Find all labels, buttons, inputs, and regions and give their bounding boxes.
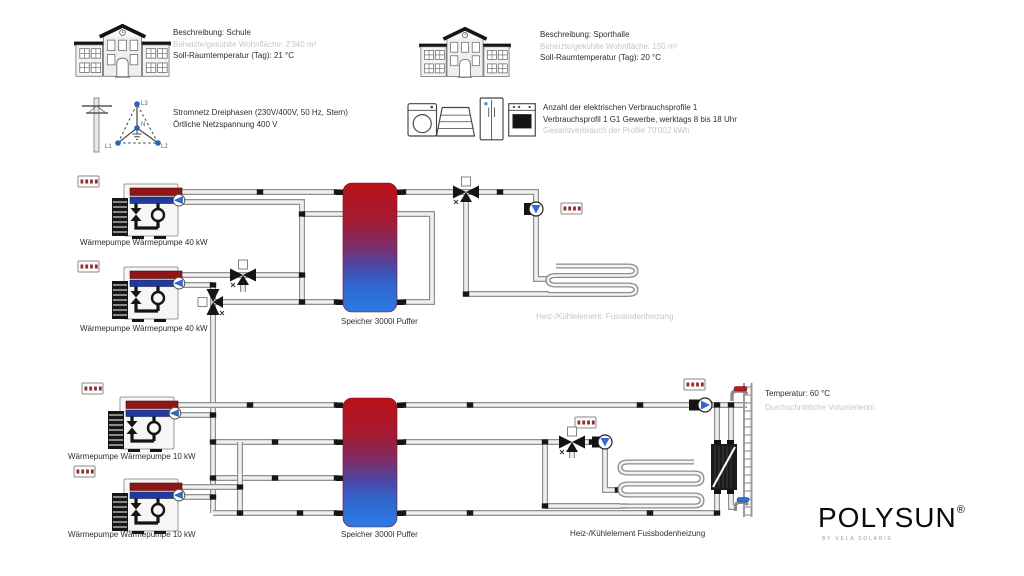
power-grid-icon[interactable]: L3 N L1 L2 — [82, 97, 168, 153]
info-block-sporthalle: Beschreibung: Sporthalle Beheizte/gekühl… — [540, 30, 677, 63]
hot-water-tap[interactable] — [730, 386, 749, 402]
mixing-valve-4[interactable] — [558, 426, 586, 455]
appliances-icon[interactable] — [407, 97, 536, 141]
controller-3[interactable] — [81, 382, 104, 395]
cold-water-tap[interactable] — [734, 497, 750, 512]
controller-1[interactable] — [77, 175, 100, 188]
label-tap-volume: Durchschnittliche Volumenentn — [765, 403, 875, 412]
controller-6[interactable] — [683, 378, 706, 391]
heat-exchanger[interactable] — [711, 440, 737, 494]
consumers-line2: Verbrauchsprofil 1 G1 Gewerbe, werktags … — [543, 114, 737, 124]
school-area: Beheizte/gekühlte Wohnfläche: 2'340 m² — [173, 39, 317, 49]
grid-line1: Stromnetz Dreiphasen (230V/400V, 50 Hz, … — [173, 108, 348, 117]
grid-line2: Örtliche Netzspannung 400 V — [173, 119, 278, 129]
info-block-grid: Stromnetz Dreiphasen (230V/400V, 50 Hz, … — [173, 108, 348, 129]
storage-tank-1[interactable] — [336, 182, 404, 313]
pump-2[interactable] — [689, 397, 713, 413]
draw-off-riser[interactable] — [743, 383, 753, 517]
floor-heating-coil-1[interactable] — [545, 263, 639, 297]
school-description: Beschreibung: Schule — [173, 28, 251, 37]
pipe-joints — [209, 189, 735, 516]
building-sporthalle-icon[interactable] — [417, 26, 513, 80]
pump-3[interactable] — [592, 434, 613, 450]
grid-label-l2: L2 — [161, 144, 168, 150]
grid-label-l1: L1 — [105, 144, 112, 150]
label-heat-pump-2: Wärmepumpe Wärmepumpe 40 kW — [80, 324, 208, 333]
label-heat-pump-3: Wärmepumpe Wärmepumpe 10 kW — [68, 452, 196, 461]
info-block-consumers: Anzahl der elektrischen Verbrauchsprofil… — [543, 103, 737, 136]
logo-tagline: BY VELA SOLARIS — [822, 536, 893, 542]
controller-7[interactable] — [574, 416, 597, 429]
controller-4[interactable] — [73, 465, 96, 478]
label-floor-heating-1: Heiz-/Kühlelement: Fussbodenheizung — [536, 312, 674, 321]
controller-5[interactable] — [560, 202, 583, 215]
storage-tank-2[interactable] — [336, 397, 404, 528]
building-school-icon[interactable] — [72, 23, 173, 80]
controller-2[interactable] — [77, 260, 100, 273]
label-tap-temperature: Temperatur: 60 °C — [765, 389, 831, 398]
sporthalle-setpoint: Soll-Raumtemperatur (Tag): 20 °C — [540, 53, 662, 62]
label-heat-pump-1: Wärmepumpe Wärmepumpe 40 kW — [80, 238, 208, 247]
logo-registered-mark: ® — [956, 504, 965, 516]
consumers-line1: Anzahl der elektrischen Verbrauchsprofil… — [543, 103, 698, 112]
heat-pump-2[interactable] — [110, 265, 187, 324]
school-setpoint: Soll-Raumtemperatur (Tag): 21 °C — [173, 51, 295, 60]
info-block-school: Beschreibung: Schule Beheizte/gekühlte W… — [173, 28, 316, 61]
grid-label-l3: L3 — [141, 101, 148, 107]
heat-pump-1[interactable] — [110, 182, 187, 241]
floor-heating-coil-2[interactable] — [617, 459, 705, 509]
heat-pump-4[interactable] — [110, 477, 187, 536]
consumers-line3: Gesamtverbrauch der Profile 70'002 kWh — [543, 126, 690, 135]
pump-1[interactable] — [524, 201, 544, 217]
label-floor-heating-2: Heiz-/Kühlelement Fussbodenheizung — [570, 529, 706, 538]
label-tank-2: Speicher 3000l Puffer — [341, 530, 418, 539]
polysun-logo: POLYSUN® — [818, 502, 965, 534]
sporthalle-description: Beschreibung: Sporthalle — [540, 30, 630, 39]
logo-text: POLYSUN — [818, 502, 957, 533]
pipe-network — [175, 189, 747, 516]
label-heat-pump-4: Wärmepumpe Wärmepumpe 10 kW — [68, 530, 196, 539]
label-tank-1: Speicher 3000l Puffer — [341, 317, 418, 326]
sporthalle-area: Beheizte/gekühlte Wohnfläche: 150 m² — [540, 41, 678, 51]
heat-pump-3[interactable] — [106, 395, 183, 454]
grid-label-n: N — [141, 122, 145, 128]
